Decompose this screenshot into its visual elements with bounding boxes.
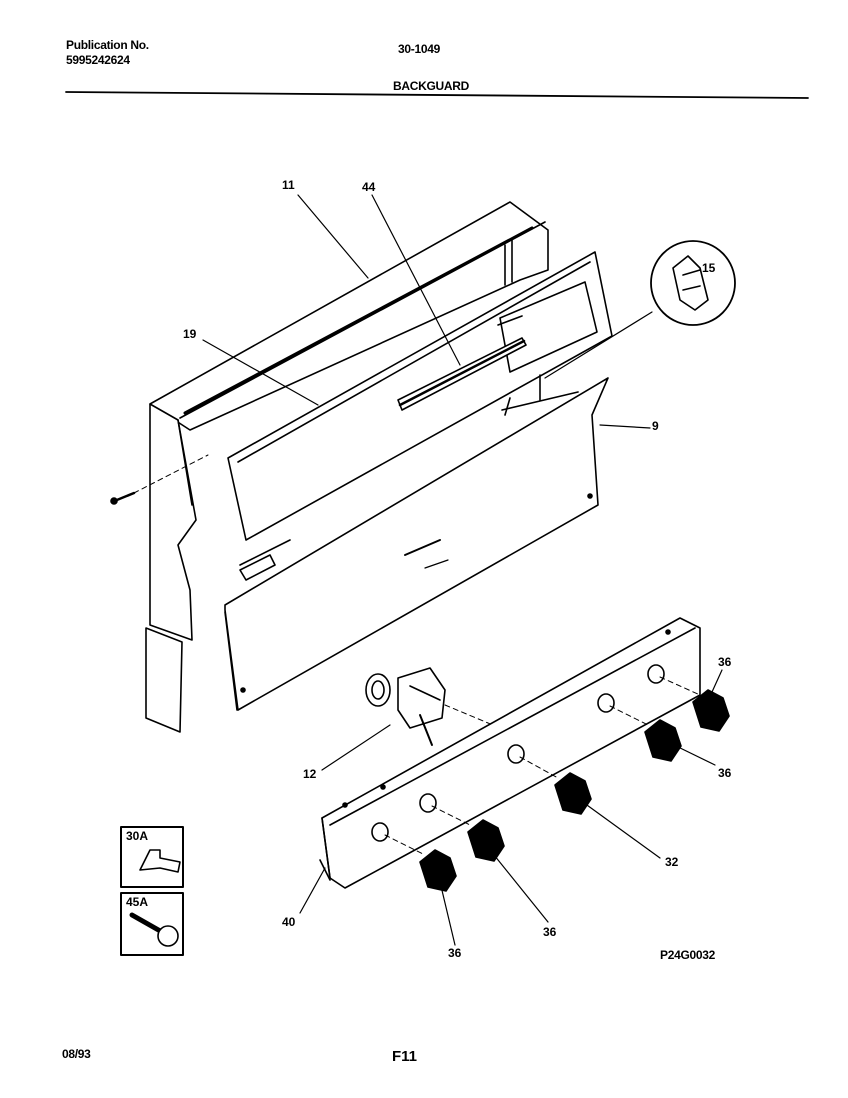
publication-label: Publication No. (66, 38, 149, 52)
section-title: BACKGUARD (393, 79, 469, 93)
knob-panel (319, 617, 701, 889)
thermostat-switch (365, 667, 501, 746)
detail-circle-15 (544, 240, 736, 379)
callout-15: 15 (702, 261, 716, 275)
control-panel (224, 374, 609, 711)
callout-36-right: 36 (718, 766, 732, 780)
diagram-code: P24G0032 (660, 948, 715, 962)
backguard-panel (145, 201, 549, 733)
callout-40: 40 (282, 915, 296, 929)
callout-32: 32 (665, 855, 679, 869)
callout-19: 19 (183, 327, 197, 341)
inset-30a (120, 826, 184, 888)
footer-page-code: F11 (392, 1048, 418, 1065)
callout-11: 11 (282, 178, 295, 192)
callout-9: 9 (652, 419, 659, 433)
callout-36-bottom: 36 (448, 946, 462, 960)
screw (110, 454, 209, 505)
callout-36-middle: 36 (543, 925, 557, 939)
model-code: 30-1049 (398, 42, 440, 56)
callout-36-top: 36 (718, 655, 732, 669)
callout-44: 44 (362, 180, 376, 194)
knobs (419, 689, 730, 892)
inset-label-30a: 30A (126, 829, 149, 843)
footer-date: 08/93 (62, 1047, 91, 1061)
inset-label-45a: 45A (126, 895, 149, 909)
header-rule (65, 91, 809, 99)
publication-number: 5995242624 (66, 53, 130, 67)
inset-45a (120, 892, 184, 956)
trim-strip (397, 337, 527, 411)
callout-12: 12 (303, 767, 317, 781)
